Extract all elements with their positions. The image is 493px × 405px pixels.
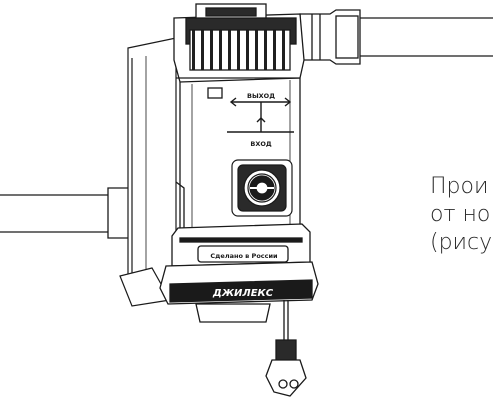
filter-head: [173, 3, 305, 99]
inlet-label: ВХОД: [250, 140, 271, 148]
lower-housing: [171, 223, 311, 267]
caption-line-3: (рису: [430, 230, 492, 255]
caption-line-2: от но: [430, 202, 490, 227]
drain-cable: [265, 300, 307, 397]
made-in-label: Сделано в России: [210, 252, 278, 260]
outlet-label: ВЫХОД: [247, 92, 275, 100]
base-ring: [159, 261, 319, 323]
outlet-pipe: [299, 9, 493, 65]
caption-line-1: Прои: [430, 174, 488, 199]
pressure-connector: [231, 159, 293, 217]
flow-arrows: [227, 97, 294, 133]
brand-logo: ДЖИЛЕКС: [212, 288, 274, 299]
mounting-bracket: [119, 37, 177, 307]
